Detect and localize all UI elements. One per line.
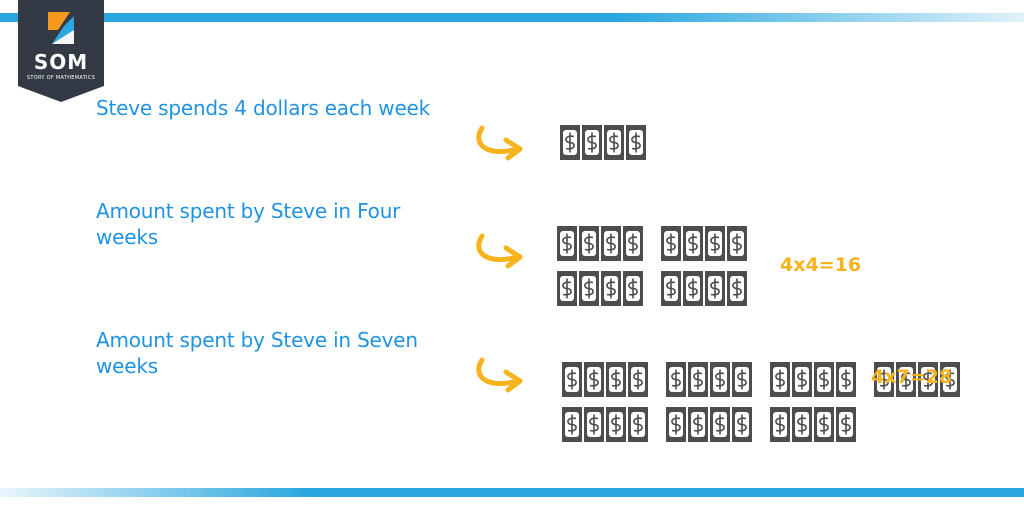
dollar-bill-icon: [628, 362, 648, 397]
dollar-bill-icon: [896, 362, 916, 397]
dollar-bill-icon: [688, 362, 708, 397]
bill-group: [562, 362, 648, 397]
dollar-bill-icon: [727, 226, 747, 261]
logo-word: SOM: [33, 50, 89, 74]
bill-group: [562, 407, 648, 442]
row-3-label: Amount spent by Steve in Seven weeks: [96, 328, 418, 378]
logo-mark-blue-icon: [52, 16, 74, 44]
dollar-bill-icon: [792, 362, 812, 397]
bill-group: [557, 271, 643, 306]
equation-seven-weeks: 4x7=28: [871, 366, 953, 388]
dollar-bill-icon: [606, 407, 626, 442]
dollar-bill-icon: [683, 271, 703, 306]
logo-banner-shape: [18, 0, 104, 102]
dollar-bill-icon: [732, 362, 752, 397]
bill-group: [560, 125, 646, 160]
dollar-bill-icon: [604, 125, 624, 160]
row-3-bills: [562, 362, 960, 442]
curved-arrow-icon: [476, 233, 523, 269]
dollar-bill-icon: [732, 407, 752, 442]
som-logo: SOM STORY OF MATHEMATICS: [18, 0, 104, 102]
dollar-bill-icon: [560, 125, 580, 160]
dollar-bill-icon: [562, 407, 582, 442]
bill-group: [557, 226, 643, 261]
dollar-bill-icon: [579, 271, 599, 306]
bill-group: [770, 362, 856, 397]
curved-arrow-icon: [476, 125, 523, 161]
bill-group: [666, 362, 752, 397]
dollar-bill-icon: [688, 407, 708, 442]
dollar-bill-icon: [666, 407, 686, 442]
dollar-bill-icon: [666, 362, 686, 397]
dollar-bill-icon: [705, 226, 725, 261]
dollar-bill-icon: [705, 271, 725, 306]
row-1-label: Steve spends 4 dollars each week: [96, 96, 431, 120]
dollar-bill-icon: [623, 226, 643, 261]
dollar-bill-icon: [836, 407, 856, 442]
dollar-bill-icon: [661, 226, 681, 261]
dollar-bill-icon: [626, 125, 646, 160]
curved-arrow-icon: [476, 357, 523, 393]
bill-group-canvas: [557, 226, 747, 306]
dollar-bill-icon: [661, 271, 681, 306]
dollar-bill-icon: [628, 407, 648, 442]
bill-group: [874, 362, 960, 397]
dollar-bill-icon: [623, 271, 643, 306]
dollar-bill-icon: [582, 125, 602, 160]
bill-group-canvas: [562, 362, 960, 442]
dollar-bill-icon: [918, 362, 938, 397]
dollar-bill-icon: [874, 362, 894, 397]
dollar-bill-icon: [710, 362, 730, 397]
dollar-bill-icon: [584, 407, 604, 442]
dollar-bill-icon: [584, 362, 604, 397]
bill-group-canvas: [560, 125, 646, 160]
top-accent-band: [0, 13, 1024, 22]
dollar-bill-icon: [562, 362, 582, 397]
dollar-bill-icon: [557, 271, 577, 306]
dollar-bill-icon: [836, 362, 856, 397]
bill-group: [661, 271, 747, 306]
logo-tagline: STORY OF MATHEMATICS: [26, 75, 96, 81]
dollar-bill-icon: [557, 226, 577, 261]
dollar-bill-icon: [710, 407, 730, 442]
dollar-bill-icon: [601, 226, 621, 261]
dollar-bill-icon: [940, 362, 960, 397]
dollar-bill-icon: [727, 271, 747, 306]
dollar-bill-icon: [606, 362, 626, 397]
bill-group: [666, 407, 752, 442]
bill-group: [770, 407, 856, 442]
equation-four-weeks: 4x4=16: [780, 254, 862, 276]
dollar-bill-icon: [683, 226, 703, 261]
logo-mark-orange-icon: [48, 12, 70, 30]
row-2-label: Amount spent by Steve in Four weeks: [96, 199, 401, 249]
bottom-accent-band: [0, 488, 1024, 497]
dollar-bill-icon: [579, 226, 599, 261]
dollar-bill-icon: [814, 407, 834, 442]
dollar-bill-icon: [792, 407, 812, 442]
bill-group: [661, 226, 747, 261]
dollar-bill-icon: [770, 362, 790, 397]
row-1-bills: [560, 125, 958, 160]
dollar-bill-icon: [770, 407, 790, 442]
dollar-bill-icon: [814, 362, 834, 397]
row-2-bills: [557, 226, 747, 306]
dollar-bill-icon: [601, 271, 621, 306]
